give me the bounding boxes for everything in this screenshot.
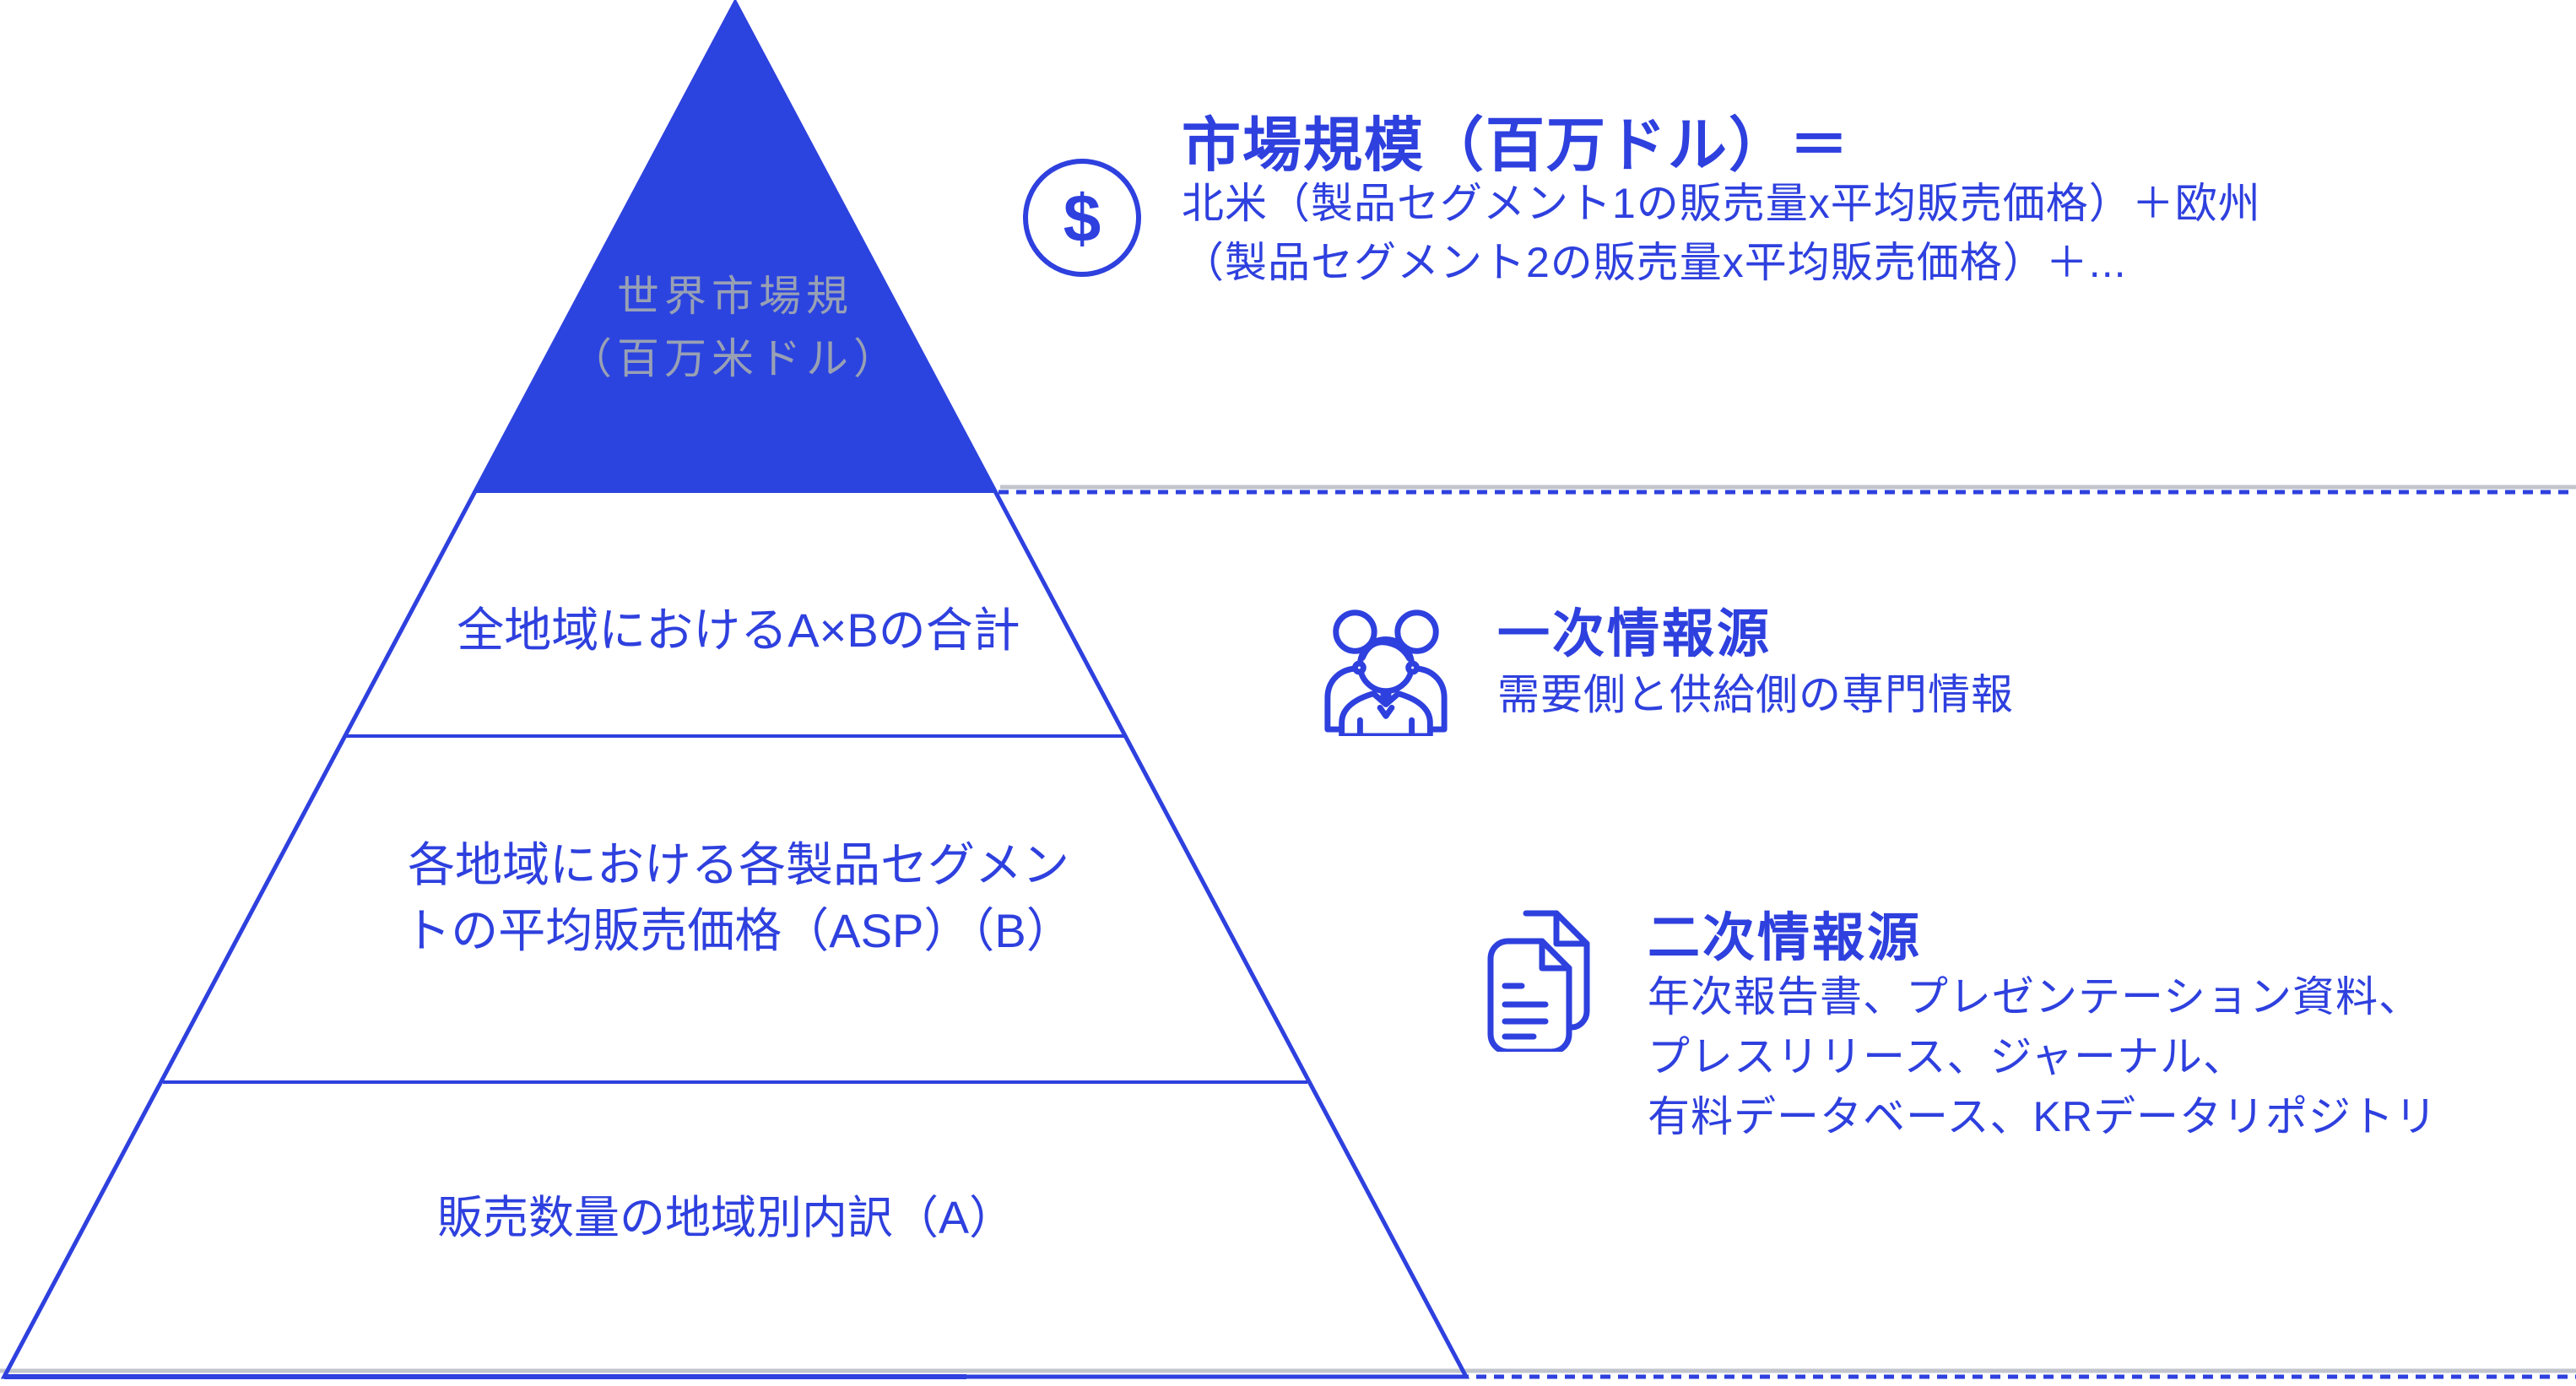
secondary-sources-description: 年次報告書、プレゼンテーション資料、 プレスリリース、ジャーナル、 有料データベ… <box>1648 973 2438 1140</box>
dollar-sign: $ <box>1063 181 1101 256</box>
pyramid-apex-label: 世界市場規 （百万米ドル） <box>570 273 901 382</box>
primary-sources-description: 需要側と供給側の専門情報 <box>1497 671 2014 718</box>
documents-icon <box>1482 908 1599 1052</box>
formula-body: 北米（製品セグメント1の販売量x平均販売価格）＋欧州 （製品セグメント2の販売量… <box>1182 180 2261 286</box>
people-icon <box>1322 603 1450 736</box>
pyramid-outline <box>0 0 1470 1379</box>
pyramid-apex-section <box>472 0 998 493</box>
dollar-icon: $ <box>1020 156 1144 279</box>
pyramid-layer-2-label: 全地域におけるA×Bの合計 <box>457 604 1020 657</box>
primary-sources-title: 一次情報源 <box>1497 605 1772 663</box>
secondary-sources-title: 二次情報源 <box>1648 909 1923 967</box>
dollar-circle <box>1023 159 1141 277</box>
pyramid-layer-3-label: 各地域における各製品セグメン トの平均販売価格（ASP）（B） <box>403 838 1074 957</box>
formula-title: 市場規模（百万ドル）＝ <box>1182 112 1850 178</box>
pyramid-layer-4-label: 販売数量の地域別内訳（A） <box>436 1193 1015 1243</box>
